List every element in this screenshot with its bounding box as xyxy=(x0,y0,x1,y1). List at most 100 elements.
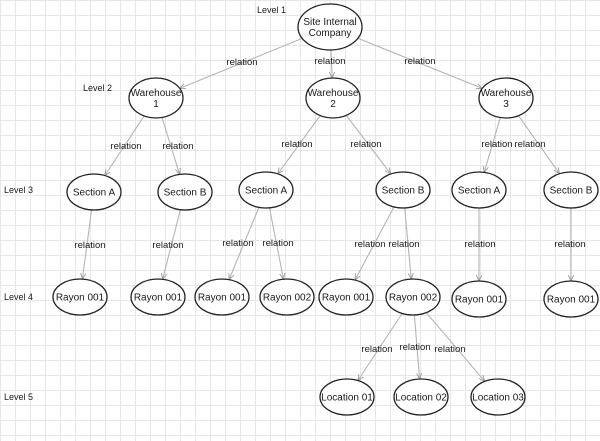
node-shape xyxy=(451,171,507,209)
edge-w2b-r6 xyxy=(404,207,412,279)
node-w3a[interactable]: Section A xyxy=(451,171,507,209)
edge-w1b-r2 xyxy=(163,209,181,280)
node-l2[interactable]: Location 02 xyxy=(393,378,449,416)
node-shape xyxy=(470,378,526,416)
node-l1[interactable]: Location 01 xyxy=(319,378,375,416)
node-label: Rayon 002 xyxy=(389,293,438,304)
edge-w2-w2a xyxy=(278,115,321,174)
edge-label: relation xyxy=(514,139,545,150)
edge-w1-w1b xyxy=(161,117,180,175)
node-r1[interactable]: Rayon 001 xyxy=(52,278,108,316)
node-label: Site Internal xyxy=(303,17,356,28)
edge-label: relation xyxy=(354,239,385,250)
edge-line xyxy=(278,115,321,174)
node-shape xyxy=(393,378,449,416)
node-label: Company xyxy=(309,28,352,39)
edge-label: relation xyxy=(554,239,585,250)
node-w3b[interactable]: Section B xyxy=(543,171,599,209)
node-shape xyxy=(259,278,315,316)
node-label: Rayon 001 xyxy=(455,295,504,306)
node-label: Section A xyxy=(458,186,501,197)
edge-r6-l3 xyxy=(425,312,484,382)
edge-line xyxy=(161,117,180,175)
edge-label: relation xyxy=(350,139,381,150)
edge-label: relation xyxy=(152,240,183,251)
node-label: Warehouse xyxy=(481,88,532,99)
edge-label: relation xyxy=(314,56,345,67)
edge-line xyxy=(357,37,482,88)
node-label: Location 03 xyxy=(472,393,524,404)
edge-w2a-r3 xyxy=(229,207,260,279)
node-w2a[interactable]: Section A xyxy=(238,171,294,209)
node-r4[interactable]: Rayon 002 xyxy=(259,278,315,316)
level-label-5: Level 5 xyxy=(4,392,33,402)
node-r5[interactable]: Rayon 001 xyxy=(318,278,374,316)
node-shape xyxy=(478,77,534,119)
node-r2[interactable]: Rayon 001 xyxy=(130,278,186,316)
edge-site-w2 xyxy=(331,49,332,78)
node-label: Location 01 xyxy=(321,393,373,404)
node-w1a[interactable]: Section A xyxy=(66,173,122,211)
node-label: 3 xyxy=(503,99,509,110)
node-shape xyxy=(543,171,599,209)
node-shape xyxy=(297,3,363,51)
node-label: Section B xyxy=(382,186,425,197)
edge-line xyxy=(229,207,260,279)
node-shape xyxy=(52,278,108,316)
node-w1b[interactable]: Section B xyxy=(157,173,213,211)
node-shape xyxy=(543,280,599,318)
node-r8[interactable]: Rayon 001 xyxy=(543,280,599,318)
edge-w1a-r1 xyxy=(82,209,93,279)
edge-label: relation xyxy=(281,139,312,150)
level-labels: Level 1 Level 2 Level 3 Level 4 Level 5 xyxy=(4,5,286,402)
node-label: Location 02 xyxy=(395,393,447,404)
node-l3[interactable]: Location 03 xyxy=(470,378,526,416)
node-w2b[interactable]: Section B xyxy=(375,171,431,209)
edge-line xyxy=(484,117,501,173)
edge-line xyxy=(413,314,419,379)
node-shape xyxy=(305,77,361,119)
node-r3[interactable]: Rayon 001 xyxy=(194,278,250,316)
edge-site-w3 xyxy=(357,37,482,88)
edge-line xyxy=(345,115,391,173)
node-shape xyxy=(375,171,431,209)
node-r7[interactable]: Rayon 001 xyxy=(451,280,507,318)
edge-line xyxy=(518,115,560,174)
edge-site-w1 xyxy=(180,37,303,88)
edge-line xyxy=(105,115,145,176)
node-label: Section B xyxy=(164,188,207,199)
node-label: Rayon 001 xyxy=(56,293,105,304)
edge-w3-w3a xyxy=(484,117,501,173)
edge-line xyxy=(404,207,412,279)
node-shape xyxy=(385,278,441,316)
node-r6[interactable]: Rayon 002 xyxy=(385,278,441,316)
edge-label: relation xyxy=(222,238,253,249)
edge-label: relation xyxy=(226,57,257,68)
edge-label: relation xyxy=(262,238,293,249)
node-shape xyxy=(130,278,186,316)
edge-line xyxy=(268,207,284,279)
node-label: Section A xyxy=(245,186,288,197)
edge-label: relation xyxy=(388,239,419,250)
node-shape xyxy=(319,378,375,416)
edge-w2a-r4 xyxy=(268,207,284,279)
node-label: Section B xyxy=(550,186,593,197)
node-label: 1 xyxy=(153,99,159,110)
edge-label: relation xyxy=(110,141,141,152)
edge-line xyxy=(425,312,484,382)
node-label: Warehouse xyxy=(308,88,359,99)
node-label: Warehouse xyxy=(131,88,182,99)
edges-layer xyxy=(82,37,571,382)
node-shape xyxy=(451,280,507,318)
edge-label: relation xyxy=(481,139,512,150)
level-label-2: Level 2 xyxy=(83,83,112,93)
edge-w1-w1a xyxy=(105,115,145,176)
edge-label: relation xyxy=(464,239,495,250)
